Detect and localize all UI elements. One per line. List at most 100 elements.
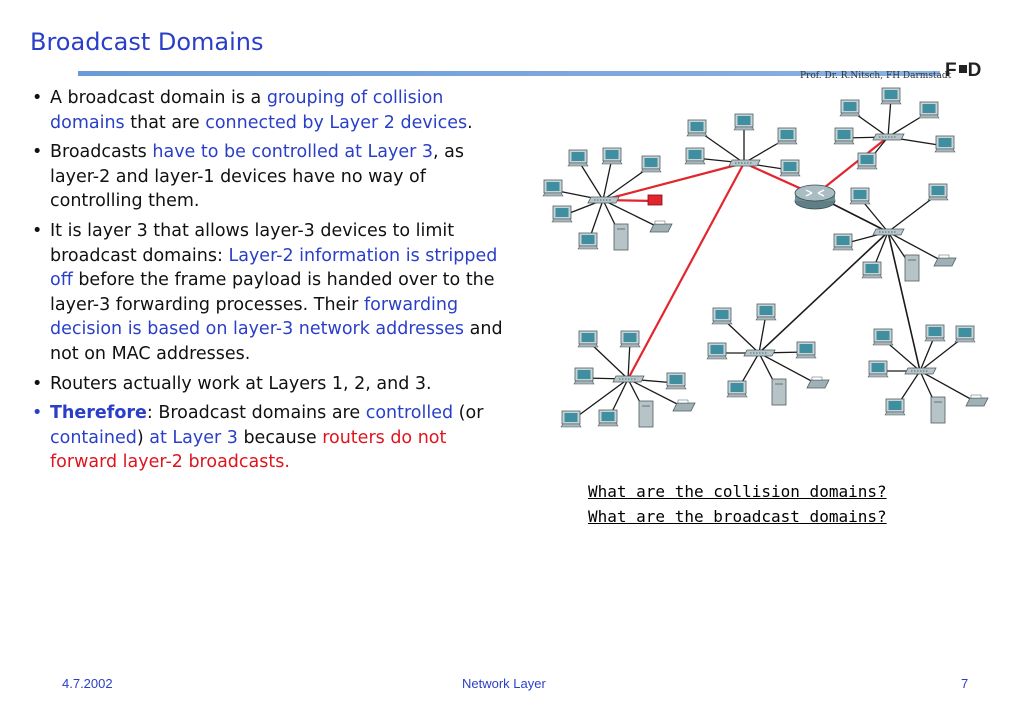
- workstation-icon: [833, 127, 855, 145]
- hub-h4: [872, 228, 905, 236]
- printer-icon: [933, 254, 957, 267]
- monitor-screen: [884, 90, 898, 99]
- workstation-icon: [601, 147, 623, 165]
- printer-icon: [806, 376, 830, 389]
- monitor-screen: [837, 130, 851, 139]
- workstation-icon: [577, 330, 599, 348]
- footer-page-number: 7: [961, 676, 969, 691]
- server-icon: [771, 378, 787, 406]
- monitor-screen: [836, 236, 850, 245]
- workstation-icon: [619, 330, 641, 348]
- highlighted-device-icon: [647, 194, 663, 206]
- monitor-screen: [710, 345, 724, 354]
- monitor-screen: [601, 412, 615, 421]
- workstation-icon: [880, 87, 902, 105]
- keyboard-base: [684, 160, 706, 165]
- host-link: [919, 370, 977, 403]
- monitor-screen: [799, 344, 813, 353]
- workstation-icon: [684, 147, 706, 165]
- server-icon: [638, 400, 654, 428]
- keyboard-base: [779, 172, 801, 177]
- monitor-screen: [688, 150, 702, 159]
- monitor-screen: [931, 186, 945, 195]
- question-broadcast-domains: What are the broadcast domains?: [588, 507, 887, 526]
- printer-icon: [672, 399, 696, 412]
- footer-date: 4.7.2002: [62, 676, 113, 691]
- host-link: [887, 193, 939, 233]
- hub-h1: [587, 196, 620, 204]
- bullet-layer3-limits: It is layer 3 that allows layer-3 device…: [30, 219, 510, 367]
- workstation-icon: [640, 155, 662, 173]
- keyboard-base: [755, 316, 777, 321]
- monitor-screen: [564, 413, 578, 422]
- red-link-4: [814, 136, 889, 196]
- keyboard-base: [924, 337, 946, 342]
- hub-h2: [728, 159, 761, 167]
- server-tower: [930, 396, 946, 424]
- keyboard-base: [918, 114, 940, 119]
- host-link: [887, 231, 945, 263]
- workstation-icon: [542, 179, 564, 197]
- monitor-screen: [581, 235, 595, 244]
- printer-body: [965, 397, 989, 407]
- server-icon: [930, 396, 946, 424]
- workstation-icon: [560, 410, 582, 428]
- server-tower: [638, 400, 654, 428]
- printer-paper: [938, 254, 950, 259]
- workstation-icon: [934, 135, 956, 153]
- monitor-screen: [958, 328, 972, 337]
- monitor-screen: [581, 333, 595, 342]
- printer-body: [672, 402, 696, 412]
- keyboard-base: [567, 162, 589, 167]
- hub-h7: [904, 367, 937, 375]
- workstation-icon: [551, 205, 573, 223]
- printer-paper: [811, 376, 823, 381]
- router-arrows: [805, 189, 825, 197]
- workstation-icon: [795, 341, 817, 359]
- bullet-list: A broadcast domain is a grouping of coll…: [30, 86, 510, 480]
- host-link: [577, 159, 604, 201]
- workstation-icon: [711, 307, 733, 325]
- workstation-icon: [686, 119, 708, 137]
- printer-paper: [654, 220, 666, 225]
- author-credit: Prof. Dr. R.Nitsch, FH Darmstadt: [800, 71, 952, 81]
- red-link-5: [627, 162, 745, 380]
- workstation-icon: [856, 152, 878, 170]
- workstation-icon: [665, 372, 687, 390]
- keyboard-base: [619, 343, 641, 348]
- keyboard-base: [706, 355, 728, 360]
- monitor-screen: [922, 104, 936, 113]
- workstation-icon: [733, 113, 755, 131]
- monitor-screen: [546, 182, 560, 191]
- monitor-screen: [876, 331, 890, 340]
- hub-h6: [743, 349, 776, 357]
- workstation-icon: [861, 261, 883, 279]
- hub-h3: [872, 133, 905, 141]
- workstation-icon: [755, 303, 777, 321]
- printer-body: [806, 379, 830, 389]
- monitor-screen: [783, 162, 797, 171]
- workstation-icon: [567, 149, 589, 167]
- keyboard-base: [726, 393, 748, 398]
- footer-topic: Network Layer: [462, 676, 546, 691]
- keyboard-base: [849, 200, 871, 205]
- title-underline-bar: [78, 71, 940, 76]
- monitor-screen: [669, 375, 683, 384]
- highlighted-device-body: [647, 194, 663, 206]
- keyboard-base: [601, 160, 623, 165]
- monitor-screen: [571, 152, 585, 161]
- keyboard-base: [665, 385, 687, 390]
- workstation-icon: [924, 324, 946, 342]
- monitor-screen: [865, 264, 879, 273]
- host-link: [887, 97, 892, 138]
- keyboard-base: [833, 140, 855, 145]
- red-link-2: [602, 161, 745, 202]
- monitor-screen: [853, 190, 867, 199]
- keyboard-base: [880, 100, 902, 105]
- logo-letter-f: F: [945, 60, 958, 81]
- printer-paper: [970, 394, 982, 399]
- bullet-broadcast-control: Broadcasts have to be controlled at Laye…: [30, 140, 510, 214]
- monitor-screen: [555, 208, 569, 217]
